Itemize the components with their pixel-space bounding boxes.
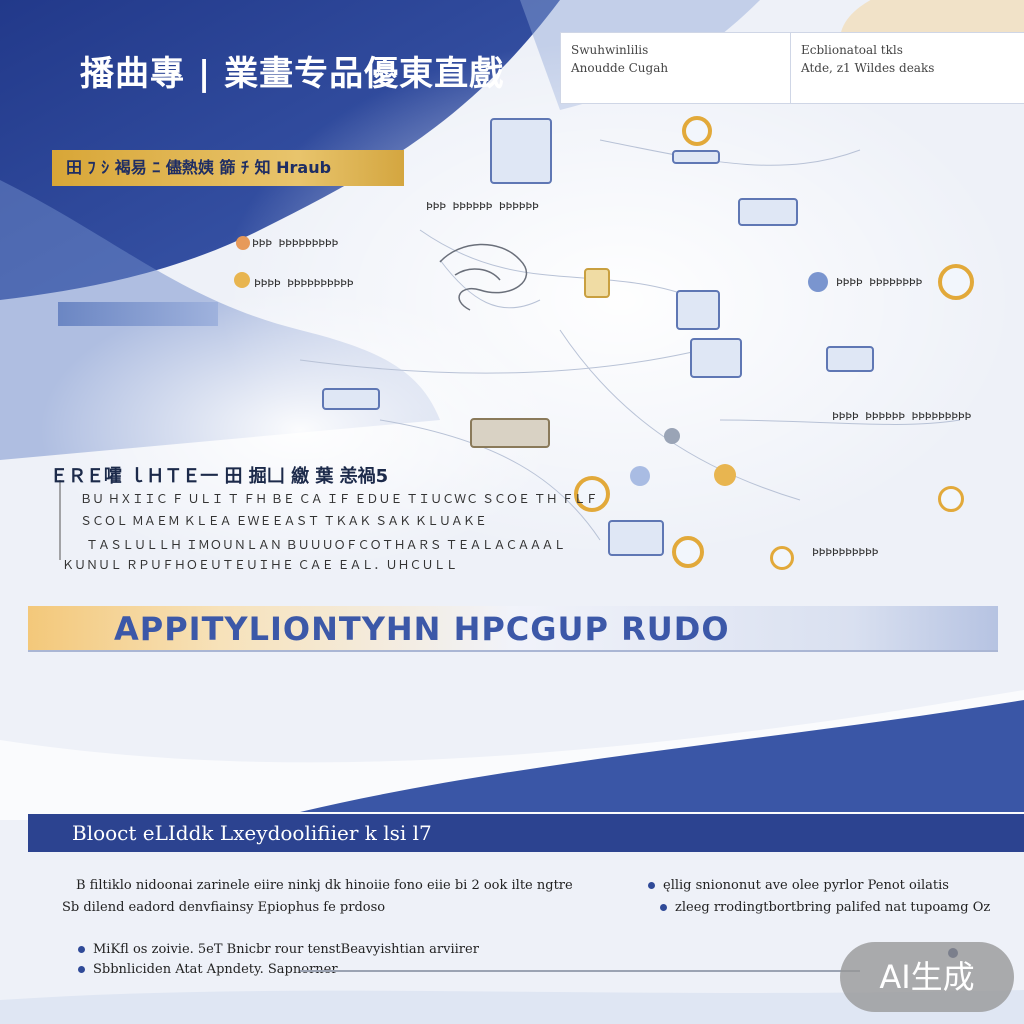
note-box-left: Swuhwinlilis Anoudde Cugah [560, 32, 792, 104]
laptop-icon [608, 520, 664, 556]
body-text-line: Sb dilend eadord denvfiainsy Epiophus fe… [62, 900, 386, 915]
gear-icon [938, 486, 964, 512]
note-line: Ecblionatoal tkls [801, 43, 903, 57]
node-icon [236, 236, 250, 250]
user-icon [682, 116, 712, 146]
network-lines [59, 139, 961, 560]
shield-icon [672, 536, 704, 568]
section-text-line: ＢＵ ＨＸＩＩＣ Ｆ ＵＬＩ Ｔ ＦＨ ＢＥ ＣＡ ＩＦ ＥＤＵＥ ＴＩＵＣＷＣ… [80, 492, 598, 506]
bullet-text: MiKfl os zoivie. 5eT Bnicbr rour tenstBe… [93, 942, 479, 957]
page-title: 播曲專 | 業畫专品優東直戲 [80, 54, 505, 94]
printer-icon [826, 346, 874, 372]
bullet-item: MiKfl os zoivie. 5eT Bnicbr rour tenstBe… [78, 942, 479, 957]
node-label: ÞÞÞÞÞÞÞÞÞÞ [812, 546, 879, 559]
gold-banner: 田 ﾌ ｼ 褐易 ﾆ 儘熱姨 篩 ﾁ 知 Hraub [52, 150, 404, 186]
bullet-icon [78, 946, 85, 953]
node-label: ÞÞÞ ÞÞÞÞÞÞÞÞÞ [252, 237, 339, 250]
router-icon [738, 198, 798, 226]
bullet-icon [78, 966, 85, 973]
divider-line [300, 970, 860, 972]
note-line: Anoudde Cugah [571, 61, 669, 75]
switch-icon [322, 388, 380, 410]
node-icon [630, 466, 650, 486]
device-icon [672, 150, 720, 164]
node-label: ÞÞÞ ÞÞÞÞÞÞ ÞÞÞÞÞÞ [426, 200, 539, 213]
lock-icon [770, 546, 794, 570]
blue-accent-bar [58, 302, 218, 326]
section-text-line: ＫＵＮＵＬ ＲＰＵＦＨＯＥＵＴＥＵＩＨＥ ＣＡＥ ＥＡＬ．ＵＨＣＵＬＬ [62, 558, 458, 572]
section-text-line: ＴＡＳＬＵＬＬＨ ＩＭＯＵＮＬＡＮ ＢＵＵＵＯＦＣＯＴＨＡＲＳ ＴＥＡＬＡＣＡＡ… [86, 538, 566, 552]
node-icon [714, 464, 736, 486]
cloud-icon [938, 264, 974, 300]
computer-icon [690, 338, 742, 378]
note-line: Swuhwinlilis [571, 43, 649, 57]
bullet-icon [660, 904, 667, 911]
bullet-item: Sbbnliciden Atat Apndety. Sapnorner [78, 962, 338, 977]
body-text-line: B filtiklo nidoonai zarinele eiire ninkj… [76, 878, 573, 893]
bullet-icon [648, 882, 655, 889]
section-header-label: Blooct eLIddk Lxeydoolifiier k lsi l7 [72, 821, 432, 845]
ai-generated-badge: AI生成 [840, 942, 1014, 1012]
bullet-text: zleeg rrodingtbortbring palifed nat tupo… [675, 900, 991, 915]
section-text-line: ＳＣＯＬ ＭＡＥＭ ＫＬＥＡ ＥＷＥＥＡＳＴ ＴＫＡＫ ＳＡＫ ＫＬＵＡＫＥ [80, 514, 487, 528]
node-icon [808, 272, 828, 292]
bullet-text: Sbbnliciden Atat Apndety. Sapnorner [93, 962, 338, 977]
section-header-bar: Blooct eLIddk Lxeydoolifiier k lsi l7 [28, 814, 1024, 852]
note-line: Atde, z1 Wildes deaks [801, 61, 935, 75]
database-icon [584, 268, 610, 298]
gateway-icon [470, 418, 550, 448]
monitor-icon [490, 118, 552, 184]
bullet-item: zleeg rrodingtbortbring palifed nat tupo… [660, 900, 990, 915]
node-label: ÞÞÞÞ ÞÞÞÞÞÞÞÞ [836, 276, 923, 289]
main-banner: APPITYLIONTYHN HPCGUP RUDO [28, 606, 998, 652]
bullet-item: ęllig sniononut ave olee pyrlor Penot oi… [648, 878, 949, 893]
node-label: ÞÞÞÞ ÞÞÞÞÞÞ ÞÞÞÞÞÞÞÞÞ [832, 410, 972, 423]
note-box-right: Ecblionatoal tkls Atde, z1 Wildes deaks [790, 32, 1024, 104]
section-heading: ＥＲＥ嚯 ｌＨＴＥ一 田 掘凵 繳 葉 恙禍5 [50, 466, 389, 487]
globe-icon [574, 476, 610, 512]
node-icon [234, 272, 250, 288]
server-icon [676, 290, 720, 330]
node-icon [664, 428, 680, 444]
node-label: ÞÞÞÞ ÞÞÞÞÞÞÞÞÞÞ [254, 277, 354, 290]
bullet-text: ęllig sniononut ave olee pyrlor Penot oi… [663, 878, 949, 893]
main-banner-label: APPITYLIONTYHN HPCGUP RUDO [114, 610, 730, 648]
